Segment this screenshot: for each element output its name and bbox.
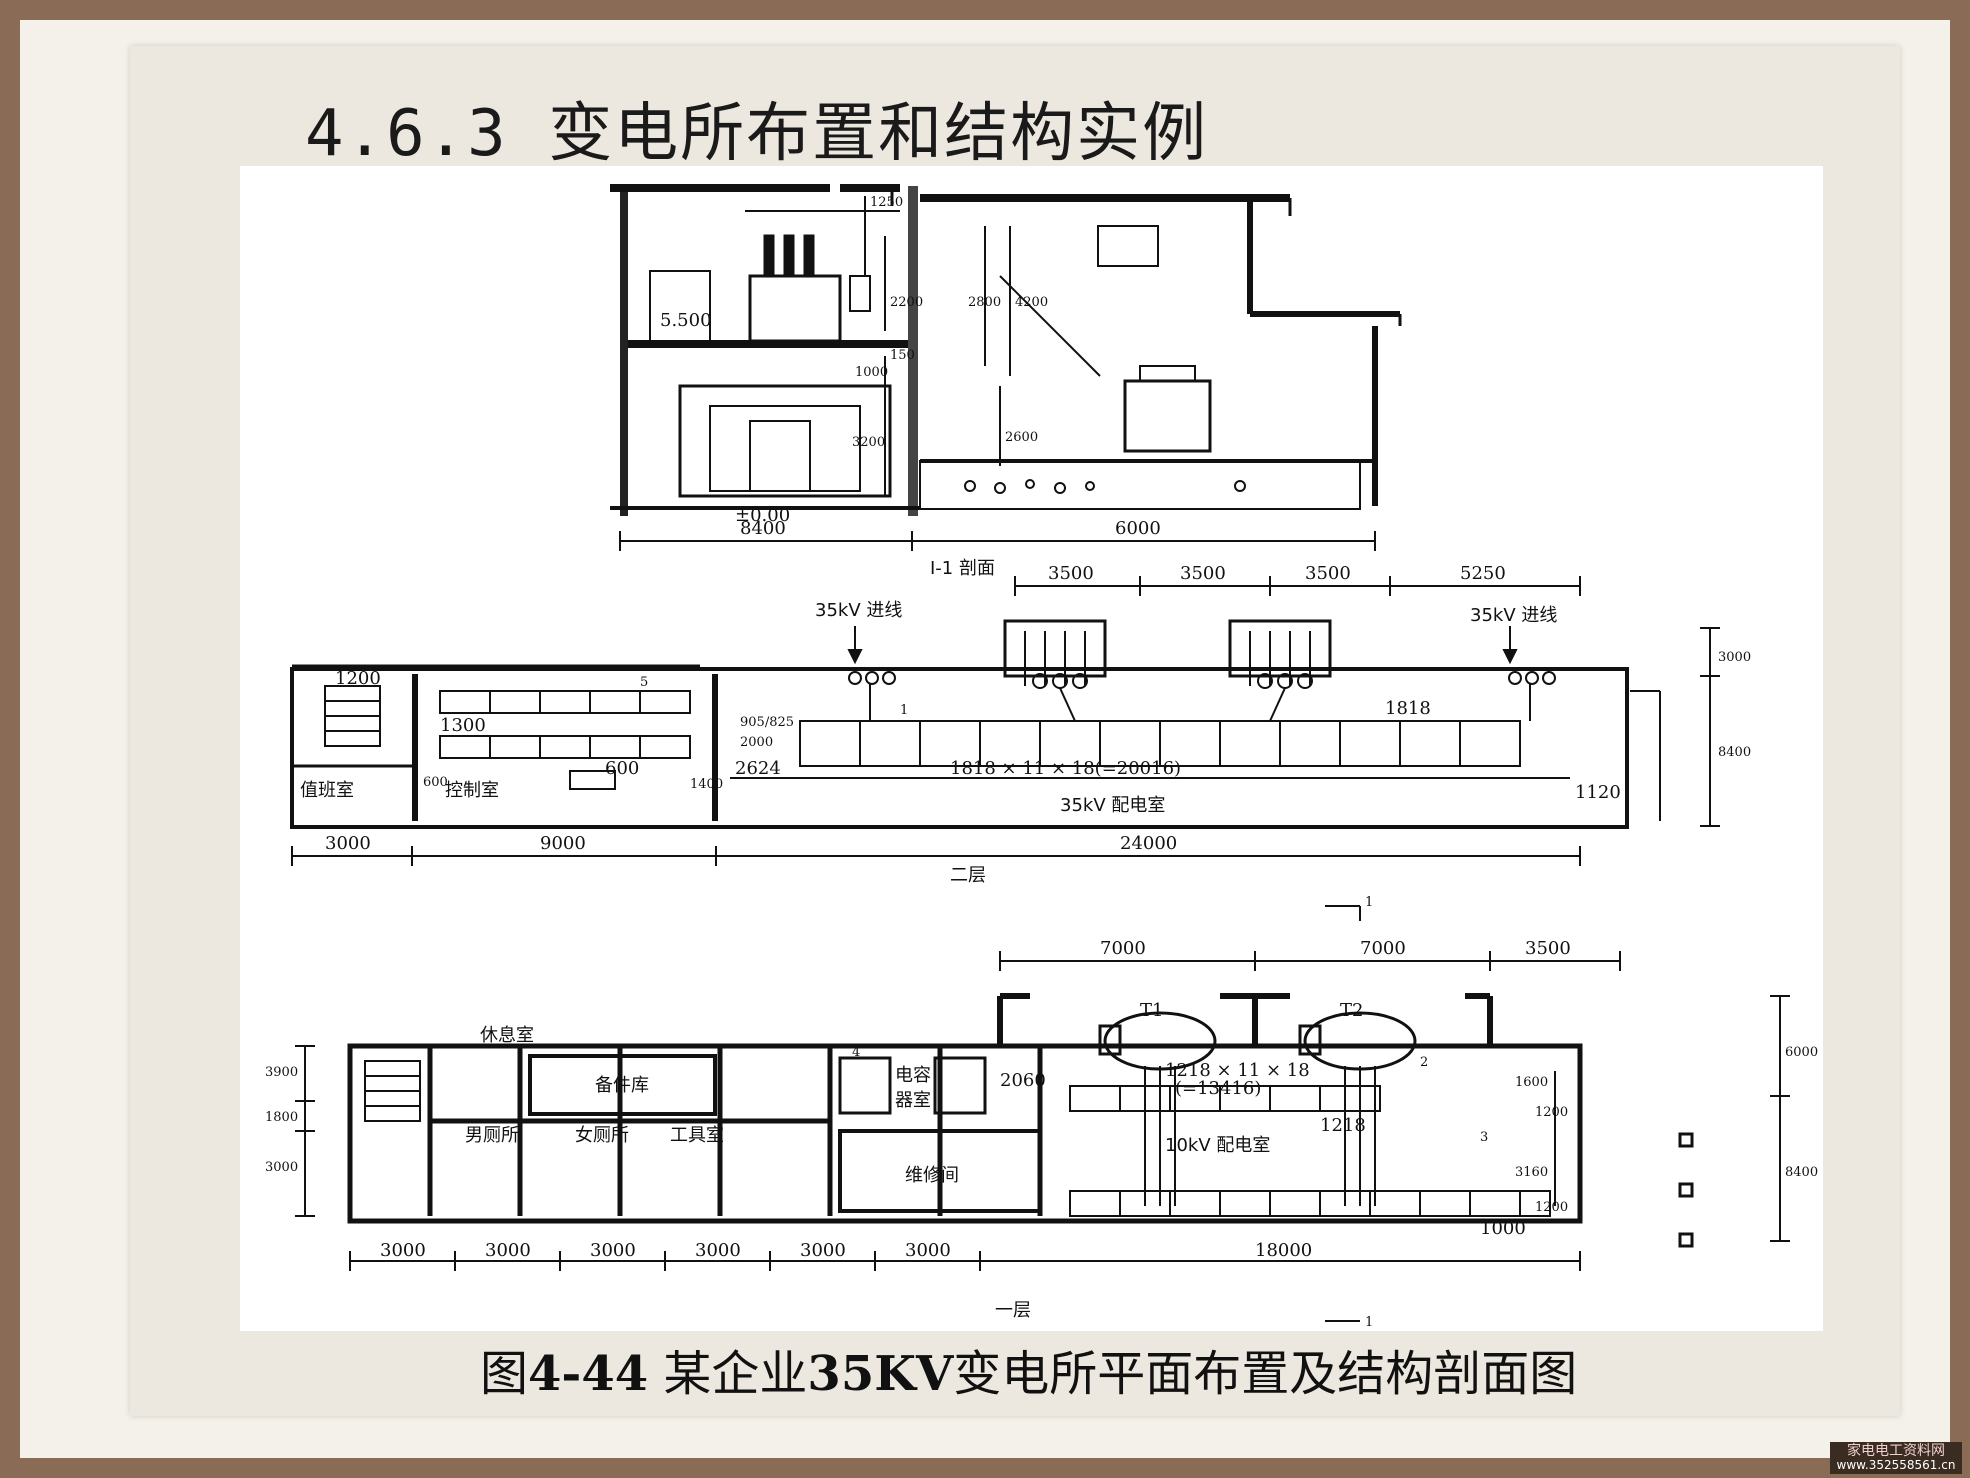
floor2-plan bbox=[290, 576, 1720, 866]
site-watermark: 家电电工资料网 www.352558561.cn bbox=[1830, 1442, 1962, 1474]
floor2-right-dim-2: 8400 bbox=[1718, 745, 1751, 760]
section-view bbox=[610, 184, 1402, 551]
floor1-section-mark-top: 1 bbox=[1365, 895, 1373, 910]
section-dim-top: 1250 bbox=[870, 195, 903, 210]
section-dim-3200: 3200 bbox=[852, 435, 885, 450]
substation-drawing: ±0.00 5.500 8400 6000 1250 2200 2800 420… bbox=[240, 166, 1823, 1331]
section-dim-1000: 1000 bbox=[855, 365, 888, 380]
floor2-incoming-right: 35kV 进线 bbox=[1470, 605, 1557, 626]
floor1-top-dim-1: 7000 bbox=[1100, 938, 1146, 959]
floor1-room-capacitor-1: 电容 bbox=[895, 1065, 931, 1086]
floor1-dim-3160: 3160 bbox=[1515, 1165, 1548, 1180]
floor1-marker-2: 2 bbox=[1420, 1055, 1428, 1070]
floor1-dim-1600: 1600 bbox=[1515, 1075, 1548, 1090]
floor2-room-control: 控制室 bbox=[445, 780, 499, 801]
caption-figure-number: 4-44 bbox=[528, 1346, 649, 1402]
watermark-site-name: 家电电工资料网 bbox=[1847, 1443, 1945, 1459]
floor2-dim-600b: 600 bbox=[423, 775, 448, 790]
floor1-dim-2060: 2060 bbox=[1000, 1070, 1046, 1091]
watermark-url: www.352558561.cn bbox=[1836, 1458, 1956, 1472]
floor2-dim-2000: 2000 bbox=[740, 735, 773, 750]
floor1-right-dim-1: 6000 bbox=[1785, 1045, 1818, 1060]
floor1-section-mark-bottom: 1 bbox=[1365, 1315, 1373, 1330]
section-dim-right: 6000 bbox=[1115, 518, 1161, 539]
floor2-dim-1120: 1120 bbox=[1575, 782, 1621, 803]
section-dim-2600: 2600 bbox=[1005, 430, 1038, 445]
floor2-top-dim-4: 5250 bbox=[1460, 563, 1506, 584]
floor1-dim-row-total: (=13416) bbox=[1175, 1078, 1261, 1099]
section-dim-150: 150 bbox=[890, 348, 915, 363]
floor1-plan bbox=[295, 905, 1790, 1322]
floor1-top-dim-2: 7000 bbox=[1360, 938, 1406, 959]
floor1-marker-3: 3 bbox=[1480, 1130, 1488, 1145]
floor1-room-switchgear: 10kV 配电室 bbox=[1165, 1135, 1270, 1156]
floor2-label: 二层 bbox=[950, 865, 986, 886]
floor2-dim-1300: 1300 bbox=[440, 715, 486, 736]
floor1-bottom-dim-2: 3000 bbox=[485, 1240, 531, 1261]
caption-voltage: 35KV bbox=[807, 1346, 954, 1402]
floor1-room-womens: 女厕所 bbox=[575, 1125, 629, 1146]
floor1-room-mens: 男厕所 bbox=[465, 1125, 519, 1146]
floor2-top-dim-3: 3500 bbox=[1305, 563, 1351, 584]
floor1-room-repair: 维修间 bbox=[905, 1165, 959, 1186]
floor2-bottom-dim-2: 9000 bbox=[540, 833, 586, 854]
floor1-left-dim-2: 1800 bbox=[265, 1110, 298, 1125]
section-dim-2800: 2800 bbox=[968, 295, 1001, 310]
floor2-marker-5: 5 bbox=[640, 675, 648, 690]
floor1-transformer-t2: T2 bbox=[1340, 1000, 1363, 1021]
floor2-incoming-left: 35kV 进线 bbox=[815, 600, 902, 621]
caption-rest: 变电所平面布置及结构剖面图 bbox=[953, 1346, 1578, 1402]
floor1-dim-1200b: 1200 bbox=[1535, 1200, 1568, 1215]
floor2-dim-row: 1818 × 11 × 18(=20016) bbox=[950, 758, 1181, 779]
floor1-left-dim-1: 3900 bbox=[265, 1065, 298, 1080]
floor1-top-dim-3: 3500 bbox=[1525, 938, 1571, 959]
floor1-transformer-t1: T1 bbox=[1140, 1000, 1163, 1021]
floor1-bottom-dim-5: 3000 bbox=[800, 1240, 846, 1261]
floor1-dim-row: 1218 × 11 × 18 bbox=[1165, 1060, 1310, 1081]
floor2-room-duty: 值班室 bbox=[300, 780, 354, 801]
floor2-dim-1200: 1200 bbox=[335, 668, 381, 689]
floor1-room-rest: 休息室 bbox=[480, 1025, 534, 1046]
floor1-left-dim-3: 3000 bbox=[265, 1160, 298, 1175]
floor1-dim-1218: 1218 bbox=[1320, 1115, 1366, 1136]
floor2-dim-vstack: 905/825 bbox=[740, 715, 794, 730]
floor2-top-dim-1: 3500 bbox=[1048, 563, 1094, 584]
floor1-bottom-dim-4: 3000 bbox=[695, 1240, 741, 1261]
section-dim-left: 8400 bbox=[740, 518, 786, 539]
floor2-dim-2624: 2624 bbox=[735, 758, 781, 779]
floor1-room-tools: 工具室 bbox=[670, 1125, 724, 1146]
floor2-marker-1: 1 bbox=[900, 703, 908, 718]
caption-middle: 某企业 bbox=[663, 1346, 808, 1402]
section-dim-2200: 2200 bbox=[890, 295, 923, 310]
floor1-dim-1000: 1000 bbox=[1480, 1218, 1526, 1239]
drawing-svg: ±0.00 5.500 8400 6000 1250 2200 2800 420… bbox=[265, 184, 1818, 1330]
figure-caption: 图4-44 某企业35KV变电所平面布置及结构剖面图 bbox=[480, 1334, 1577, 1404]
caption-prefix: 图 bbox=[480, 1346, 529, 1402]
floor1-marker-4: 4 bbox=[852, 1045, 860, 1060]
floor1-bottom-dim-3: 3000 bbox=[590, 1240, 636, 1261]
floor1-bottom-dim-6: 3000 bbox=[905, 1240, 951, 1261]
slide-title: 4.6.3 变电所布置和结构实例 bbox=[305, 97, 1209, 171]
floor1-bottom-dim-7: 18000 bbox=[1255, 1240, 1312, 1261]
floor2-dim-1818: 1818 bbox=[1385, 698, 1431, 719]
floor1-label: 一层 bbox=[995, 1300, 1031, 1321]
section-elev-upper: 5.500 bbox=[660, 310, 712, 331]
section-elev-ground: ±0.00 bbox=[735, 505, 790, 526]
floor1-bottom-dim-1: 3000 bbox=[380, 1240, 426, 1261]
floor2-bottom-dim-1: 3000 bbox=[325, 833, 371, 854]
floor1-room-spares: 备件库 bbox=[595, 1075, 649, 1096]
floor2-right-dim-1: 3000 bbox=[1718, 650, 1751, 665]
floor2-top-dim-2: 3500 bbox=[1180, 563, 1226, 584]
section-label: I-1 剖面 bbox=[930, 558, 995, 579]
floor2-bottom-dim-3: 24000 bbox=[1120, 833, 1177, 854]
floor1-right-dim-2: 8400 bbox=[1785, 1165, 1818, 1180]
floor2-dim-1400: 1400 bbox=[690, 777, 723, 792]
floor1-dim-1200a: 1200 bbox=[1535, 1105, 1568, 1120]
floor2-room-switchgear: 35kV 配电室 bbox=[1060, 795, 1165, 816]
section-dim-4200: 4200 bbox=[1015, 295, 1048, 310]
floor1-room-capacitor-2: 器室 bbox=[895, 1090, 931, 1111]
floor2-dim-600: 600 bbox=[605, 758, 639, 779]
